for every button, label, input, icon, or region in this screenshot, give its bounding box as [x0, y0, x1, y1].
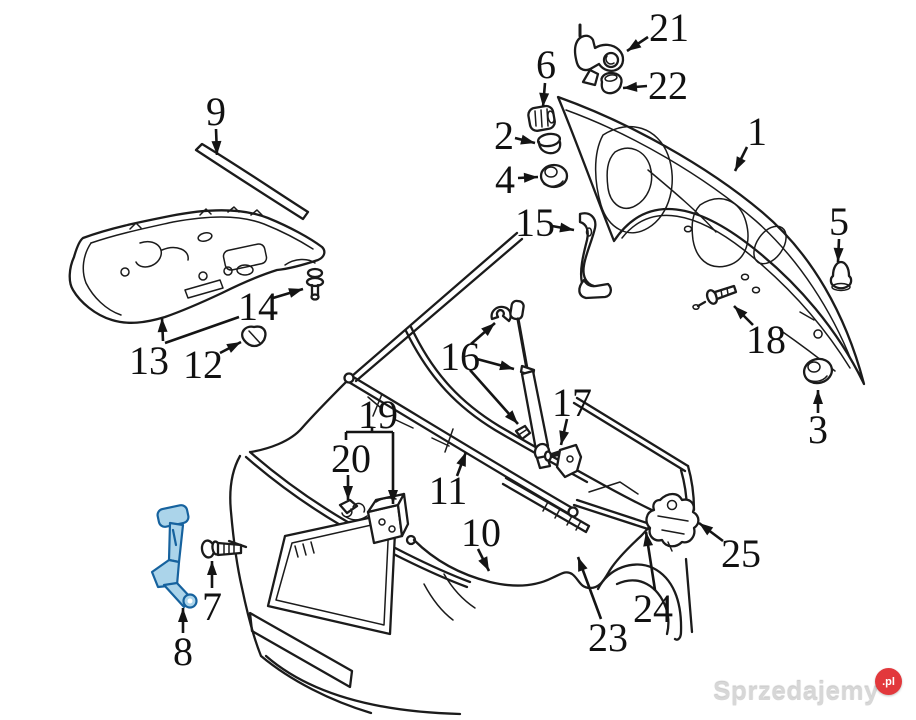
release-cable	[405, 498, 660, 590]
callout-17: 17	[552, 380, 592, 446]
hood-panel	[556, 95, 866, 386]
callout-20: 20	[331, 436, 371, 500]
callout-number-16: 16	[440, 334, 480, 379]
callout-number-10: 10	[461, 510, 501, 555]
callout-22: 22	[622, 63, 688, 108]
callout-number-15: 15	[515, 200, 555, 245]
callout-7: 7	[202, 561, 222, 629]
callout-9: 9	[206, 89, 226, 156]
callout-12: 12	[183, 340, 242, 387]
callout-4: 4	[495, 157, 539, 202]
callout-number-24: 24	[633, 586, 673, 631]
release-lever	[150, 504, 198, 609]
callout-number-23: 23	[588, 615, 628, 660]
cap-2	[536, 132, 562, 155]
callout-11: 11	[429, 451, 468, 513]
callout-3: 3	[808, 390, 828, 452]
grommet-3	[802, 357, 834, 385]
callout-5: 5	[829, 199, 849, 263]
callout-number-6: 6	[536, 42, 556, 87]
callout-number-11: 11	[429, 468, 468, 513]
hood-seal-strip	[194, 142, 310, 221]
callout-number-13: 13	[129, 338, 169, 383]
callout-number-25: 25	[721, 531, 761, 576]
front-seal-rod	[343, 372, 591, 534]
clip-bolt-18	[692, 284, 738, 311]
callout-number-4: 4	[495, 157, 515, 202]
insulation-pad	[68, 206, 326, 324]
pivot-bolt	[200, 539, 243, 559]
gas-strut	[490, 299, 552, 470]
hood-hinge-upper	[573, 23, 625, 87]
watermark: Sprzedajemy .pl	[713, 668, 902, 704]
callout-number-17: 17	[552, 380, 592, 425]
callout-24: 24	[633, 531, 673, 631]
callout-number-22: 22	[648, 63, 688, 108]
callout-13: 13	[129, 315, 240, 383]
grommet-4	[539, 163, 569, 189]
callout-number-21: 21	[649, 5, 689, 50]
callout-number-20: 20	[331, 436, 371, 481]
callout-number-19: 19	[358, 392, 398, 437]
callout-number-3: 3	[808, 407, 828, 452]
callout-number-7: 7	[202, 584, 222, 629]
callout-14: 14	[238, 284, 304, 329]
callout-number-1: 1	[747, 109, 767, 154]
callout-number-14: 14	[238, 284, 278, 329]
callout-number-12: 12	[183, 342, 223, 387]
hood-hinge-15	[578, 212, 612, 300]
pad-screw	[305, 267, 325, 301]
pad-clip	[241, 325, 267, 348]
callout-18: 18	[733, 305, 786, 362]
buffer-5	[829, 260, 853, 292]
callout-25: 25	[698, 521, 761, 576]
callout-number-9: 9	[206, 89, 226, 134]
callout-16: 16	[440, 322, 519, 425]
hinge-clip	[600, 71, 623, 95]
callout-number-8: 8	[173, 629, 193, 674]
callout-number-5: 5	[829, 199, 849, 244]
callout-1: 1	[733, 109, 767, 172]
callout-number-18: 18	[746, 317, 786, 362]
callout-number-2: 2	[494, 113, 514, 158]
callout-19: 19	[344, 392, 398, 504]
callout-6: 6	[536, 42, 556, 108]
callout-8: 8	[173, 608, 193, 674]
callout-21: 21	[626, 5, 689, 53]
hood-latch	[338, 492, 410, 545]
watermark-badge: .pl	[875, 668, 902, 695]
callout-10: 10	[461, 510, 501, 572]
callout-23: 23	[576, 556, 628, 660]
watermark-text: Sprzedajemy	[713, 676, 879, 706]
hood-lock	[645, 492, 700, 552]
callout-labels: 1234567891011121314151617181920212223242…	[129, 5, 849, 674]
callout-15: 15	[515, 200, 575, 245]
grommet-plug-6	[527, 104, 556, 132]
strut-bracket	[543, 443, 583, 479]
callout-2: 2	[494, 113, 536, 158]
